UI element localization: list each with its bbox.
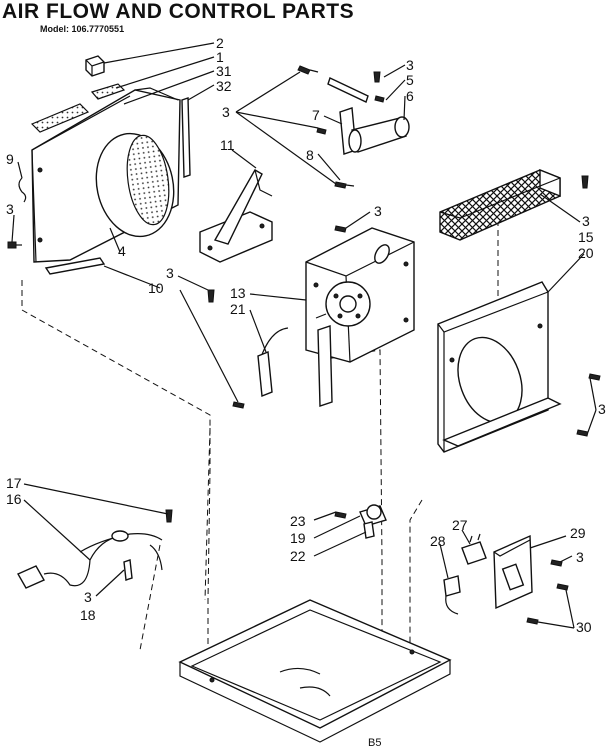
- callout-10: 10: [148, 280, 164, 296]
- callout-3-top-right: 3: [406, 57, 414, 73]
- part-16-power-cord: [17, 530, 163, 589]
- model-label: Model:: [40, 24, 69, 34]
- part-10-bottom-strip: [44, 257, 106, 275]
- diagram-title: AIR FLOW AND CONTROL PARTS: [2, 0, 355, 23]
- callout-11: 11: [220, 137, 235, 153]
- screw-mid: [334, 225, 347, 233]
- callout-31: 31: [216, 63, 232, 79]
- screw-left: [7, 241, 22, 249]
- callout-3-lower-right: 3: [598, 401, 606, 417]
- callout-13: 13: [230, 285, 246, 301]
- callout-21: 21: [230, 301, 246, 317]
- callout-3-center: 3: [374, 203, 382, 219]
- part-4-shroud-panel: [31, 87, 181, 263]
- callout-30: 30: [576, 619, 592, 635]
- callout-27: 27: [452, 517, 468, 533]
- callout-1: 1: [216, 49, 224, 65]
- part-27-switch: [461, 533, 487, 565]
- part-21-shaft: [257, 313, 333, 407]
- screws-control: [526, 559, 569, 625]
- part-8-screw: [334, 181, 355, 189]
- model-number: 106.7770551: [71, 24, 125, 34]
- callout-28: 28: [430, 533, 446, 549]
- part-15-coil: [439, 168, 561, 241]
- part-6-capacitor: [348, 116, 410, 153]
- part-32-vertical-strip: [181, 97, 191, 178]
- part-28-thermostat: [443, 575, 461, 615]
- callout-18: 18: [80, 607, 96, 623]
- callout-3-cord: 3: [84, 589, 92, 605]
- callout-3-control: 3: [576, 549, 584, 565]
- callout-3-top: 3: [222, 104, 230, 120]
- part-13-mount-panel: [305, 227, 415, 363]
- callout-29: 29: [570, 525, 586, 541]
- callout-8: 8: [306, 147, 314, 163]
- part-31-seal-strip: [30, 103, 90, 133]
- callout-3-left: 3: [6, 201, 14, 217]
- screw-right-low: [576, 429, 589, 437]
- callout-5: 5: [406, 72, 414, 88]
- base-pan: [178, 599, 452, 743]
- part-9-clip: [18, 177, 27, 203]
- part-11-motor-bracket: [199, 169, 273, 263]
- leader-lines: [11, 42, 597, 629]
- callout-2: 2: [216, 35, 224, 51]
- callout-9: 9: [6, 151, 14, 167]
- part-screws-top: [297, 65, 385, 103]
- page-code: B5: [368, 737, 382, 749]
- callout-7: 7: [312, 107, 320, 123]
- callout-6: 6: [406, 88, 414, 104]
- callout-3-mid: 3: [166, 265, 174, 281]
- callout-17: 17: [6, 475, 22, 491]
- callout-20: 20: [578, 245, 594, 261]
- callout-19: 19: [290, 530, 306, 546]
- part-29-control-box: [493, 534, 533, 610]
- part-17-screw: [165, 509, 173, 523]
- callout-22: 22: [290, 548, 306, 564]
- callout-32: 32: [216, 78, 232, 94]
- callout-numbers: 2 1 31 32 3 3 5 6 7 8 11 9 3 3 3 15 20 4…: [6, 35, 606, 635]
- part-2-block: [85, 55, 105, 77]
- model-line: Model: 106.7770551: [40, 24, 124, 34]
- part-19-valve: [334, 504, 387, 539]
- callout-23: 23: [290, 513, 306, 529]
- part-1-foam-strip: [90, 83, 126, 100]
- part-20-rear-shroud: [437, 281, 562, 453]
- callout-4: 4: [118, 243, 126, 259]
- screw-center-left: [207, 289, 215, 303]
- callout-3-right: 3: [582, 213, 590, 229]
- phantom-guide-lines: [21, 200, 499, 668]
- part-18-cord-clamp: [123, 559, 133, 581]
- callout-16: 16: [6, 491, 22, 507]
- screw-lower-left: [232, 401, 245, 409]
- callout-15: 15: [578, 229, 594, 245]
- screw-right-top: [581, 175, 589, 189]
- screw-right-mid: [588, 373, 601, 381]
